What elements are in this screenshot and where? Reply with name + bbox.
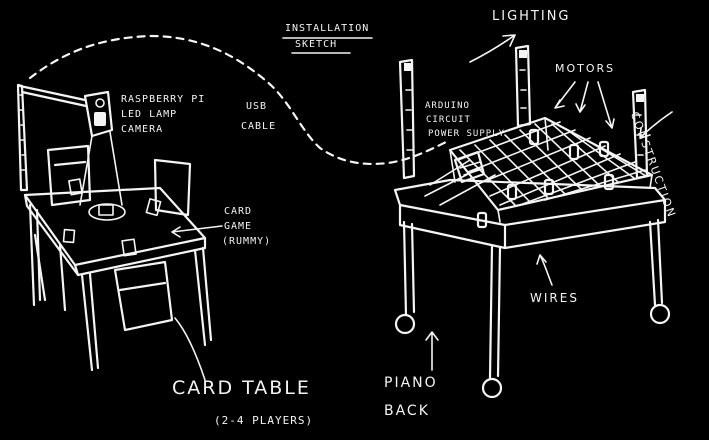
raspberry-label-2: LED LAMP <box>121 109 178 120</box>
arduino-label-2: CIRCUIT <box>426 115 471 125</box>
usb-label-1: USB <box>246 101 268 112</box>
title-line-1: INSTALLATION <box>285 23 370 34</box>
chair-back-right <box>153 158 192 217</box>
raspberry-label-1: RASPBERRY PI <box>121 94 206 105</box>
card <box>145 198 162 217</box>
wires-label: WIRES <box>530 291 579 305</box>
players-label: (2-4 PLAYERS) <box>214 414 314 427</box>
chair-back-left <box>46 144 92 207</box>
arduino-label-3: POWER SUPPLY <box>428 129 506 139</box>
raspberry-label-3: CAMERA <box>121 124 164 135</box>
card <box>62 228 76 244</box>
title-line-2: SKETCH <box>295 39 338 50</box>
card-game-label-2: GAME <box>224 221 253 232</box>
piano-label: PIANO <box>384 375 438 391</box>
card-game-label-1: CARD <box>224 206 253 217</box>
motors <box>476 128 615 229</box>
card <box>68 178 83 196</box>
caster <box>481 377 503 399</box>
lamp-head <box>83 90 114 138</box>
card-table-label: CARD TABLE <box>172 377 311 399</box>
lighting-label: LIGHTING <box>492 9 571 24</box>
caster <box>394 313 416 335</box>
caster <box>649 303 671 325</box>
motors-label: MOTORS <box>555 62 616 75</box>
card-game-label-3: (RUMMY) <box>222 236 272 247</box>
light-post-left <box>398 58 416 180</box>
card-table <box>16 83 223 381</box>
usb-label-2: CABLE <box>241 121 277 132</box>
camera <box>94 112 106 126</box>
card <box>121 238 137 257</box>
piano-back-rig <box>393 34 673 399</box>
chair-front <box>113 260 174 332</box>
back-label: BACK <box>384 403 430 419</box>
card-pile <box>88 203 126 221</box>
arduino-label-1: ARDUINO <box>425 101 470 111</box>
usb-cable <box>28 34 452 166</box>
arduino-box <box>453 150 486 184</box>
